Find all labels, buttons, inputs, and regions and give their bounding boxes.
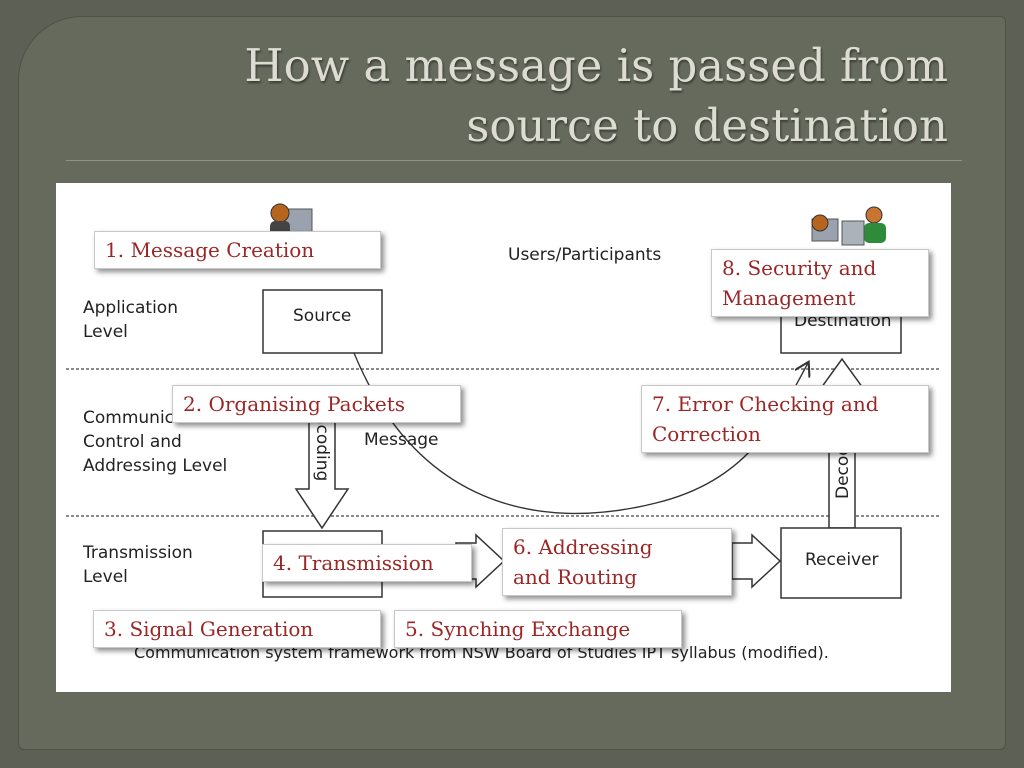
- person-at-computer-icon: [270, 203, 313, 239]
- callout-addressing-routing: 6. Addressing and Routing: [502, 528, 732, 596]
- receiver-node-label: Receiver: [805, 550, 879, 570]
- title-divider: [66, 160, 962, 161]
- callout-transmission: 4. Transmission: [262, 544, 472, 582]
- callout-synching-exchange: 5. Synching Exchange: [394, 610, 682, 648]
- callout-error-line-2: Correction: [652, 422, 761, 446]
- label-transmission-level: Transmission Level: [82, 543, 198, 587]
- title-line-1: How a message is passed from: [244, 39, 948, 92]
- source-node: [262, 289, 383, 354]
- title-line-2: source to destination: [466, 99, 948, 152]
- callout-organising-packets: 2. Organising Packets: [172, 385, 461, 423]
- callout-error-line-1: 7. Error Checking and: [652, 392, 879, 416]
- source-node-label: Source: [293, 306, 351, 326]
- callout-security-line-2: Management: [722, 286, 856, 310]
- message-label: Message: [364, 430, 439, 450]
- callout-addressing-line-2: and Routing: [513, 565, 638, 589]
- receiver-node: [780, 527, 902, 599]
- person-at-computer-icon: [811, 206, 886, 246]
- callout-security-line-1: 8. Security and: [722, 256, 877, 280]
- callout-signal-generation: 3. Signal Generation: [93, 610, 381, 648]
- medium-arrow-right: [731, 533, 782, 589]
- callout-addressing-line-1: 6. Addressing: [513, 535, 653, 559]
- users-participants-label: Users/Participants: [508, 245, 661, 265]
- callout-message-creation: 1. Message Creation: [94, 231, 381, 269]
- callout-security-management: 8. Security and Management: [711, 249, 929, 317]
- label-application-level: Application Level: [83, 298, 183, 342]
- slide-title: How a message is passed from source to d…: [108, 36, 948, 156]
- callout-error-checking: 7. Error Checking and Correction: [641, 385, 929, 453]
